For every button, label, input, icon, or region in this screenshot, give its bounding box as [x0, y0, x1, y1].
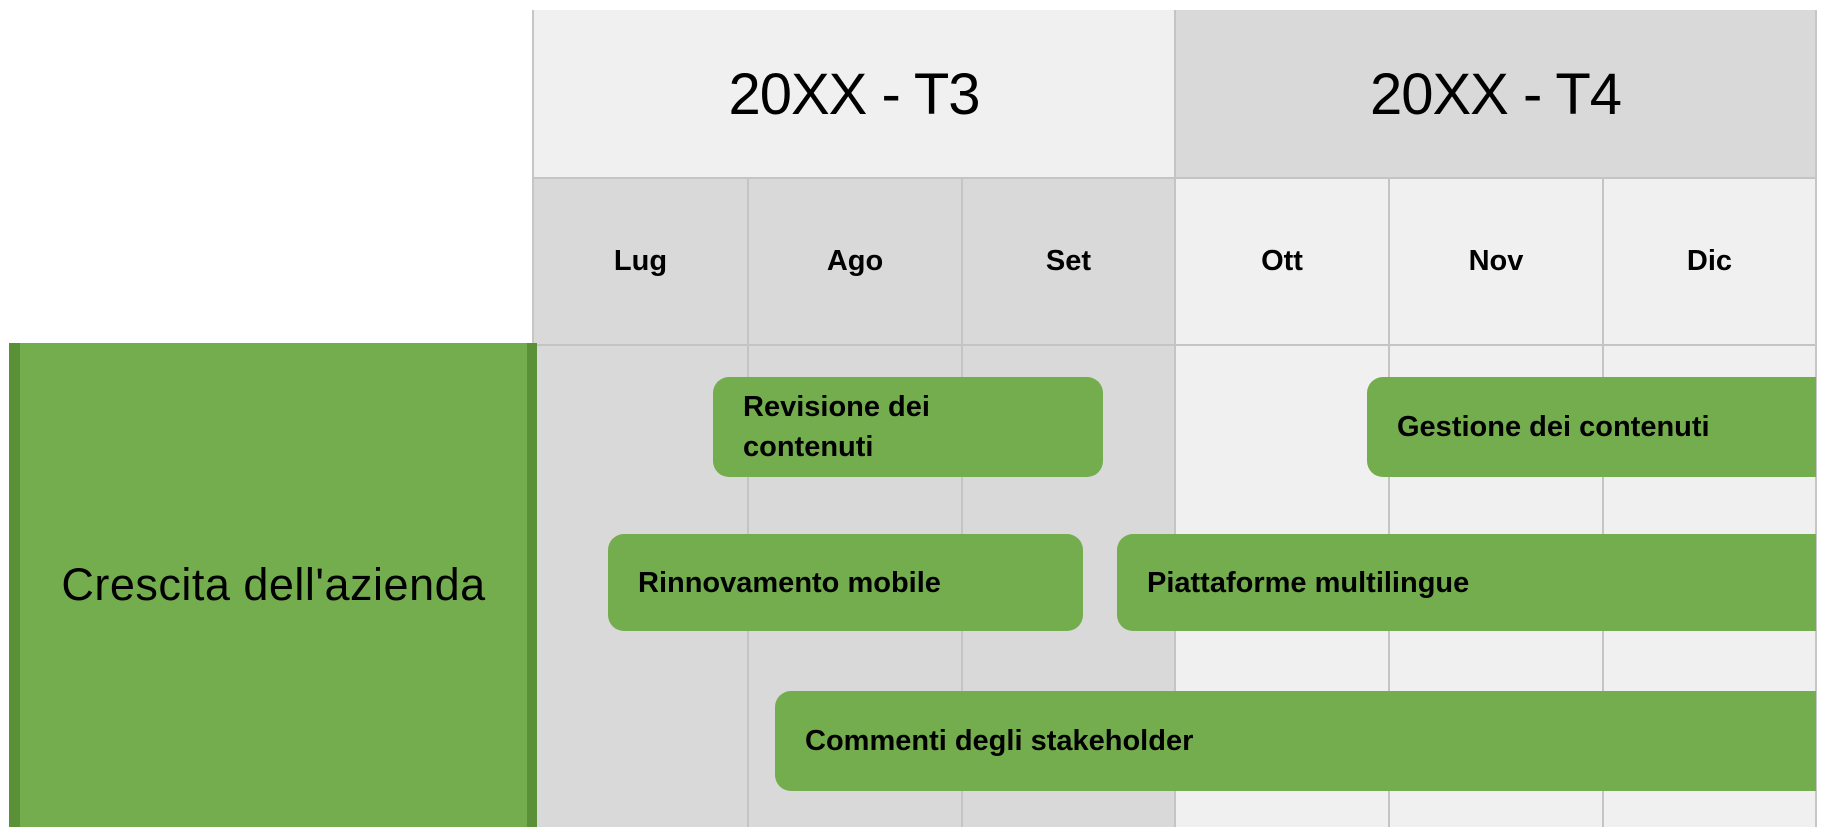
- month-header-ago: Ago: [749, 178, 961, 345]
- grid-line: [747, 178, 749, 827]
- category-label: Crescita dell'azienda: [61, 559, 486, 610]
- month-header-ott: Ott: [1176, 178, 1388, 345]
- grid-line: [1388, 178, 1390, 827]
- task-label: Revisione dei contenuti: [743, 391, 930, 463]
- grid-line: [1174, 10, 1176, 827]
- quarter-header-t3: 20XX - T3: [534, 10, 1174, 178]
- task-bar-gestione-contenuti[interactable]: Gestione dei contenuti: [1367, 377, 1816, 477]
- month-label: Ott: [1261, 245, 1303, 277]
- month-header-lug: Lug: [534, 178, 747, 345]
- quarter-header-t4: 20XX - T4: [1176, 10, 1815, 178]
- task-bar-piattaforme-multilingue[interactable]: Piattaforme multilingue: [1117, 534, 1816, 631]
- task-bar-rinnovamento-mobile[interactable]: Rinnovamento mobile: [608, 534, 1083, 631]
- grid-line: [961, 178, 963, 827]
- month-label: Set: [1045, 245, 1092, 277]
- month-label: Nov: [1468, 245, 1524, 277]
- month-header-nov: Nov: [1390, 178, 1602, 345]
- quarter-label: 20XX - T3: [728, 61, 980, 127]
- month-label: Dic: [1686, 245, 1733, 277]
- task-label: Commenti degli stakeholder: [805, 725, 1194, 757]
- grid-line: [1602, 178, 1604, 827]
- month-header-set: Set: [963, 178, 1174, 345]
- month-header-dic: Dic: [1604, 178, 1815, 345]
- month-label: Lug: [613, 245, 668, 277]
- category-panel: Crescita dell'azienda: [9, 343, 537, 827]
- task-label: Gestione dei contenuti: [1397, 411, 1710, 443]
- quarter-label: 20XX - T4: [1369, 61, 1622, 127]
- task-label: Rinnovamento mobile: [638, 566, 941, 599]
- month-label: Ago: [826, 245, 884, 277]
- task-bar-commenti-stakeholder[interactable]: Commenti degli stakeholder: [775, 691, 1816, 791]
- task-bar-revisione-contenuti[interactable]: Revisione dei contenuti: [713, 377, 1103, 477]
- task-label: Piattaforme multilingue: [1147, 566, 1470, 599]
